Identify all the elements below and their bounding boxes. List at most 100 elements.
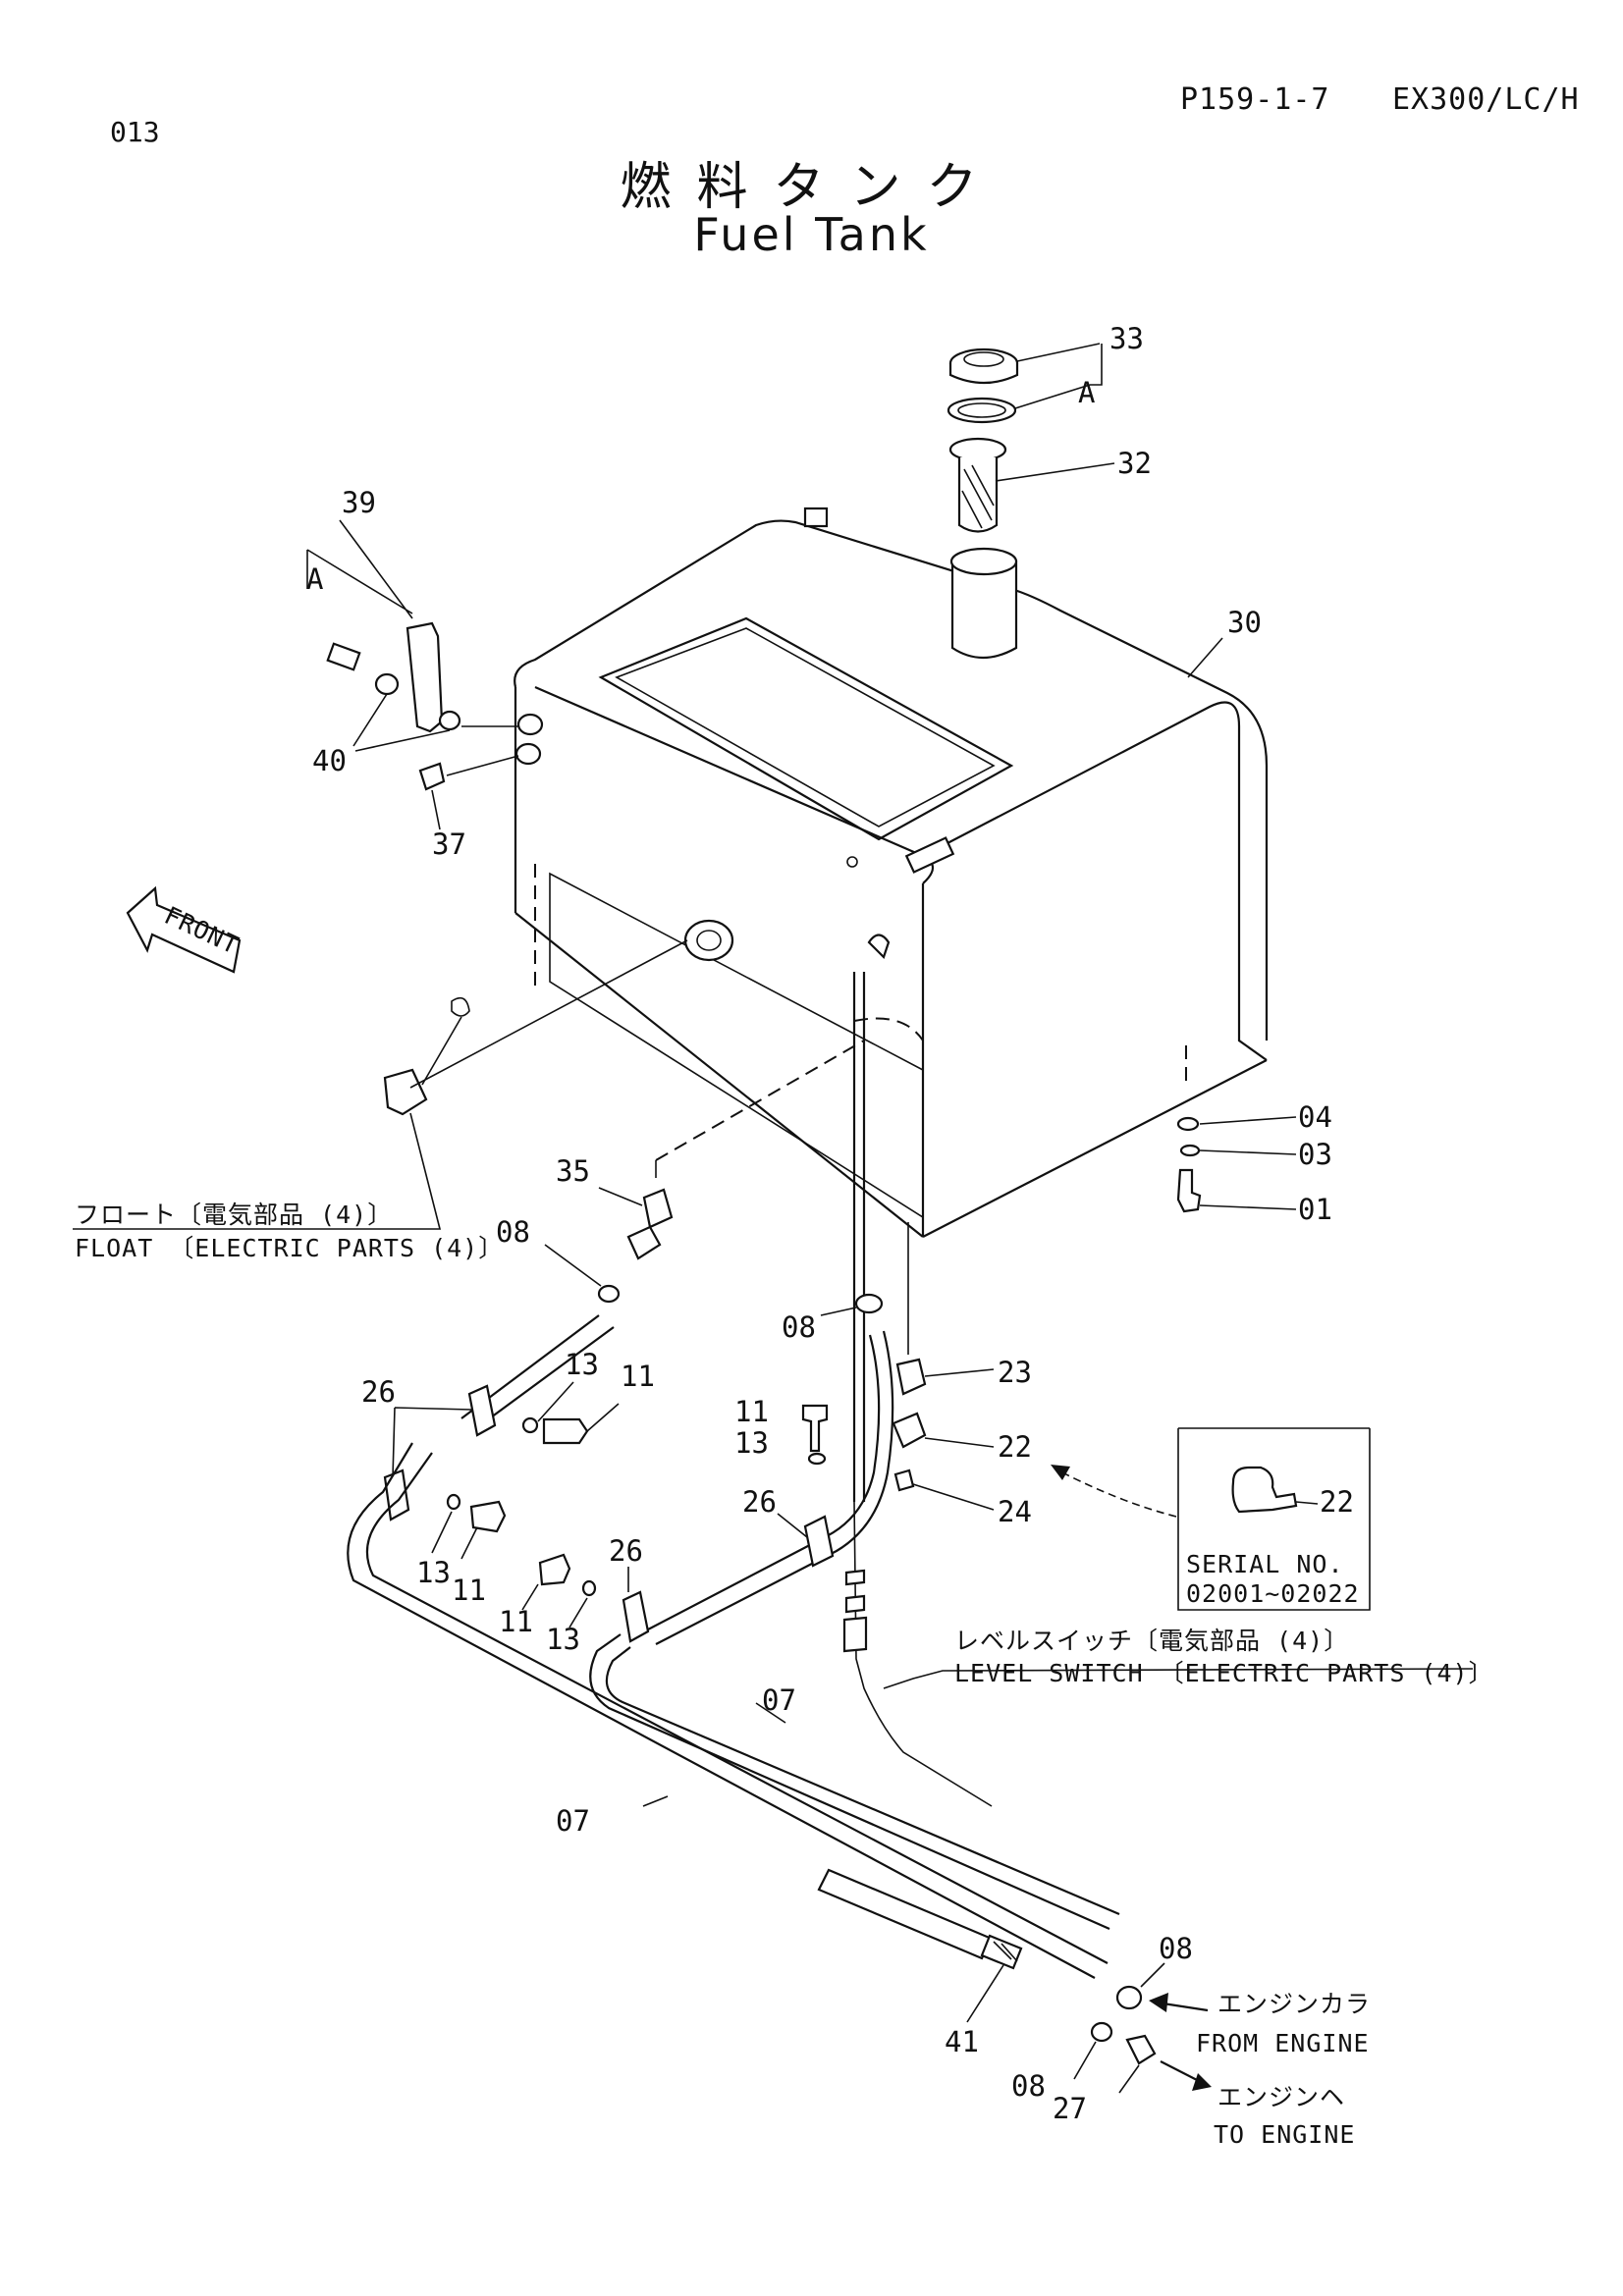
tank-bracket-boss <box>516 713 544 736</box>
leaders-26-a <box>392 1407 472 1478</box>
part-label-07-b: 07 <box>556 1804 590 1838</box>
level-switch-label-jp: レベルスイッチ〔電気部品 (4)〕 <box>954 1627 1349 1655</box>
tank-mount-bolts <box>1176 1045 1297 1213</box>
serial-label: SERIAL NO. <box>1186 1550 1344 1578</box>
part-label-13-b: 13 <box>734 1426 769 1460</box>
from-engine-label-en: FROM ENGINE <box>1196 2029 1370 2057</box>
leader-08-c <box>1140 1962 1165 1988</box>
part-label-08-a: 08 <box>496 1215 530 1249</box>
bracket-washer-1 <box>374 672 400 696</box>
front-arrow: FRONT <box>126 885 243 974</box>
leader-41 <box>966 1964 1004 2023</box>
float-leader <box>73 1112 442 1230</box>
part-label-01: 01 <box>1298 1193 1332 1226</box>
leader-27 <box>1118 2064 1140 2094</box>
washer-13-c <box>446 1493 461 1511</box>
bracket-39-leaders <box>306 519 413 619</box>
serial-inset-frame <box>1177 1428 1371 1611</box>
part-label-11-b: 11 <box>734 1395 769 1428</box>
washer-13-b <box>807 1452 827 1466</box>
to-engine-arrow <box>1160 2060 1204 2084</box>
hose-07-right-b <box>605 1646 1120 1916</box>
part-label-26-c: 26 <box>609 1534 643 1568</box>
clamp-08-a <box>597 1284 621 1304</box>
leaders-13-11-a <box>537 1381 620 1432</box>
leader-08-a <box>544 1244 602 1287</box>
leader-08-d <box>1073 2041 1097 2080</box>
hose-sleeve <box>817 1868 994 1960</box>
part-label-22: 22 <box>998 1430 1032 1464</box>
leader-23 <box>924 1368 995 1377</box>
front-arrow-shape <box>126 885 242 974</box>
filler-neck <box>950 560 1018 659</box>
level-switch-port <box>867 934 891 960</box>
tank-top-front-edge <box>534 685 935 884</box>
float-label-en: FLOAT 〔ELECTRIC PARTS (4)〕 <box>75 1234 504 1262</box>
part-label-26-b: 26 <box>742 1485 777 1519</box>
level-switch-body <box>842 1616 868 1653</box>
title-japanese: 燃料タンク <box>620 158 1003 217</box>
page-number: 013 <box>110 116 160 148</box>
return-hidden-line <box>655 1040 865 1161</box>
tank-bracket-boss-2 <box>514 742 542 766</box>
suction-pipe <box>852 972 866 1502</box>
tank-top-edge <box>514 519 1269 1041</box>
tank-right-rim <box>1237 726 1268 1061</box>
strainer-flange <box>948 437 1007 462</box>
bolt-11-b <box>801 1404 829 1453</box>
filler-cap-top <box>963 351 1004 367</box>
tank-inspection-cover-inner <box>615 627 996 828</box>
bracket-bolt <box>326 642 361 671</box>
hose-coupling-ribs <box>993 1941 1018 1962</box>
leader-26-b <box>777 1513 808 1538</box>
model-code: EX300/LC/H <box>1392 82 1580 117</box>
washer-04 <box>1176 1116 1200 1132</box>
part-label-08-d: 08 <box>1011 2069 1046 2103</box>
part-label-37: 37 <box>432 828 466 861</box>
hose-07-right-a <box>589 1633 1110 1931</box>
float-mount-boss <box>683 919 734 962</box>
filler-neck-opening <box>949 547 1018 576</box>
bolt-11-c <box>469 1500 507 1533</box>
bracket-washer-2 <box>438 710 461 731</box>
filler-cap-skirt <box>948 363 1019 385</box>
part-label-A-top: A <box>1078 376 1095 409</box>
leader-07-a <box>755 1702 786 1724</box>
tank-top-bracket <box>904 836 955 874</box>
hose-end-35 <box>626 1225 662 1260</box>
supply-line-group <box>521 972 1474 2094</box>
clamp-22 <box>892 1412 927 1449</box>
bracket-plug-37 <box>418 762 446 791</box>
part-label-11-c: 11 <box>452 1574 486 1607</box>
inset-clamp-22 <box>1231 1466 1298 1514</box>
level-switch-sensor-2 <box>844 1594 866 1614</box>
clamp-26-lower <box>383 1468 410 1522</box>
part-label-11-a: 11 <box>621 1360 655 1393</box>
float-gauge-unit <box>383 1068 428 1116</box>
to-engine-label-jp: エンジンヘ <box>1217 2083 1345 2111</box>
float-ball <box>451 996 470 1017</box>
level-switch-cable <box>853 1501 993 1807</box>
part-label-07-a: 07 <box>762 1683 796 1717</box>
leader-24 <box>912 1483 995 1511</box>
level-switch-label-en: LEVEL SWITCH 〔ELECTRIC PARTS (4)〕 <box>954 1659 1494 1687</box>
inset-pointer-head <box>1051 1465 1070 1480</box>
part-label-26-a: 26 <box>361 1375 396 1409</box>
part-label-24: 24 <box>998 1495 1032 1528</box>
part-label-08-c: 08 <box>1159 1932 1193 1965</box>
part-label-32: 32 <box>1117 447 1152 480</box>
level-switch-sensor-1 <box>844 1569 866 1586</box>
fitting-35 <box>642 1188 674 1229</box>
part-label-35: 35 <box>556 1154 590 1188</box>
leaders-04-03-01 <box>1199 1116 1297 1210</box>
tank-front-panel <box>549 872 924 1219</box>
clamp-08-c <box>1115 1985 1143 2010</box>
part-label-33: 33 <box>1109 322 1144 355</box>
title-english: Fuel Tank <box>693 208 930 261</box>
part-label-08-b: 08 <box>782 1310 816 1344</box>
tank-top-right-edge <box>922 701 1241 857</box>
part-label-39: 39 <box>342 486 376 519</box>
fitting-23 <box>895 1358 927 1396</box>
serial-range: 02001~02022 <box>1186 1579 1360 1608</box>
